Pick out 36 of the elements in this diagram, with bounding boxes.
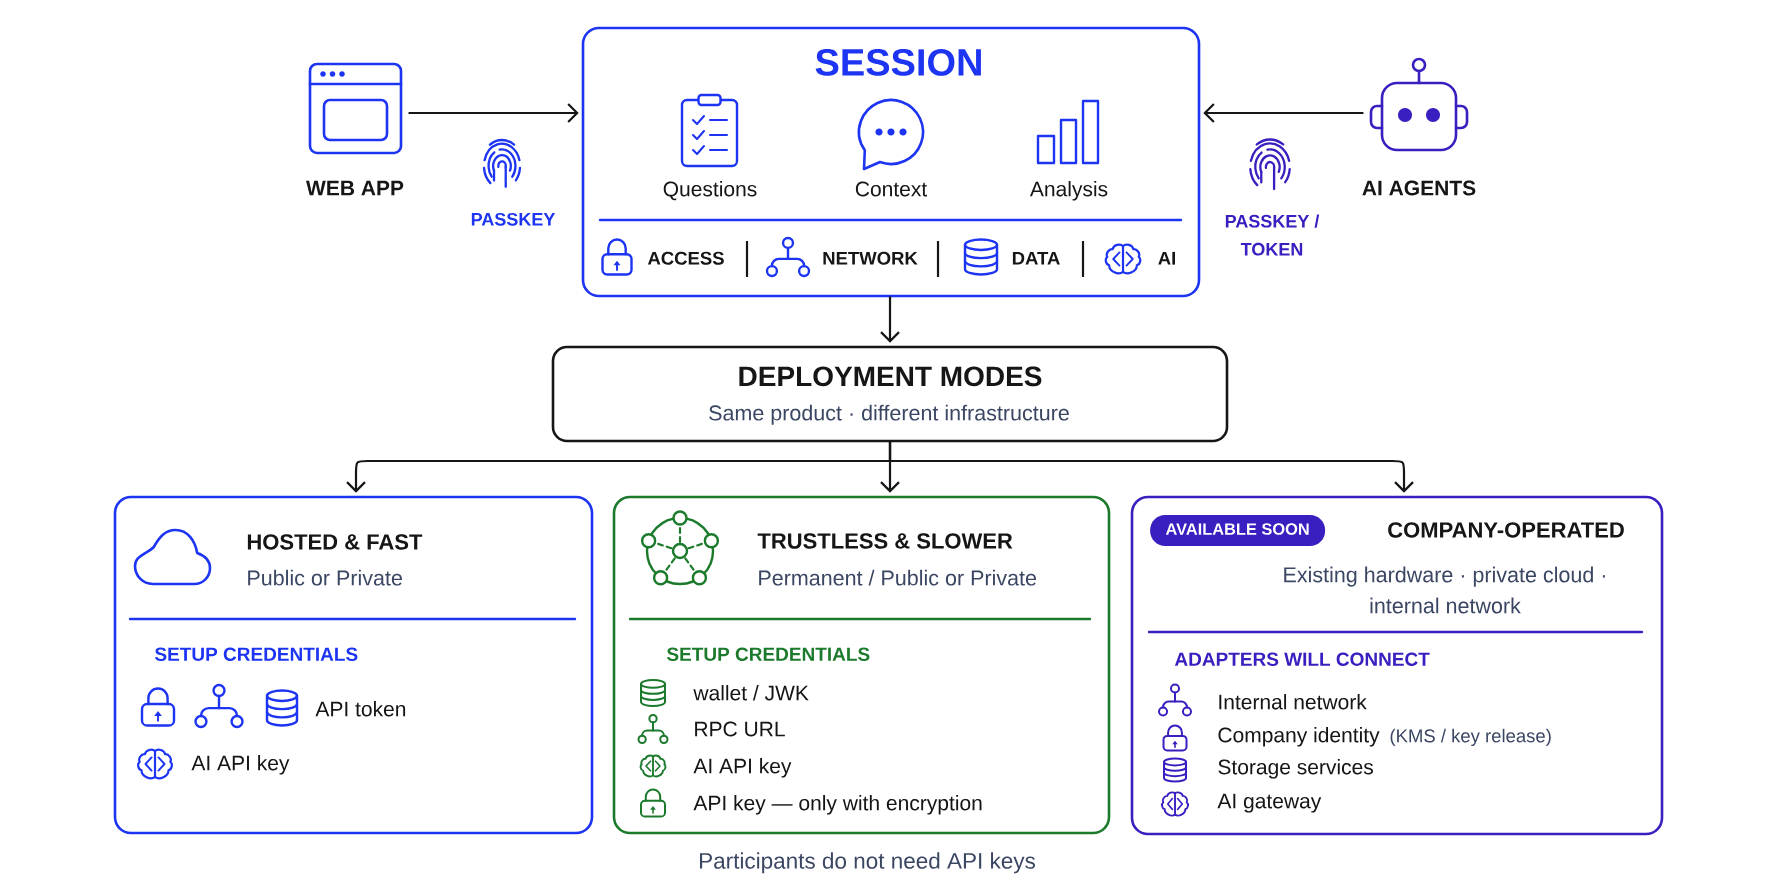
auth-label: PASSKEY / TOKEN <box>1225 214 1320 256</box>
section-heading: SETUP CREDENTIALS <box>666 647 870 661</box>
list-item: AI API key <box>693 758 792 778</box>
panel-title: SESSION <box>815 48 981 76</box>
subtitle: Existing hardware · private cloud · internal network <box>1284 566 1605 614</box>
icon-caption: WEB APP <box>306 180 404 196</box>
subtitle: Public or Private <box>248 569 402 586</box>
subtitle: Permanent / Public or Private <box>759 569 1037 586</box>
auth-label: PASSKEY <box>471 212 556 226</box>
list-item: API key — only with encryption <box>693 795 982 815</box>
box-title: DEPLOYMENT MODES <box>739 366 1042 387</box>
list-item: Storage services <box>1218 759 1373 779</box>
list-item: AI gateway <box>1217 793 1322 813</box>
card-title: TRUSTLESS & SLOWER <box>757 533 1013 549</box>
list-item: RPC URL <box>695 721 785 737</box>
subtitle: Same product · different infrastructure <box>709 404 1069 425</box>
icon-label: Analysis <box>1029 181 1108 201</box>
list-item: AI API key <box>191 755 290 775</box>
list-note: (KMS / key release) <box>1390 728 1551 747</box>
icon-label: ACCESS <box>647 251 724 265</box>
icon-label: NETWORK <box>823 251 918 265</box>
icon-label: Questions <box>663 181 757 201</box>
note: Participants do not need API keys <box>700 852 1035 874</box>
icon-caption: AI AGENTS <box>1362 180 1476 196</box>
status-badge: AVAILABLE SOON <box>1150 515 1326 547</box>
icon-label: Context <box>855 181 928 197</box>
icon-label: AI <box>1158 251 1175 265</box>
list-item: wallet / JWK <box>693 685 809 701</box>
list-item: Internal network <box>1219 694 1367 710</box>
list-item: Company identity <box>1218 727 1380 747</box>
section-heading: ADAPTERS WILL CONNECT <box>1174 652 1430 666</box>
icon-label: DATA <box>1012 251 1060 265</box>
card-title: HOSTED & FAST <box>247 534 423 550</box>
card-title: COMPANY-OPERATED <box>1388 522 1624 538</box>
section-heading: SETUP CREDENTIALS <box>154 647 358 661</box>
list-item: API token <box>315 701 406 717</box>
